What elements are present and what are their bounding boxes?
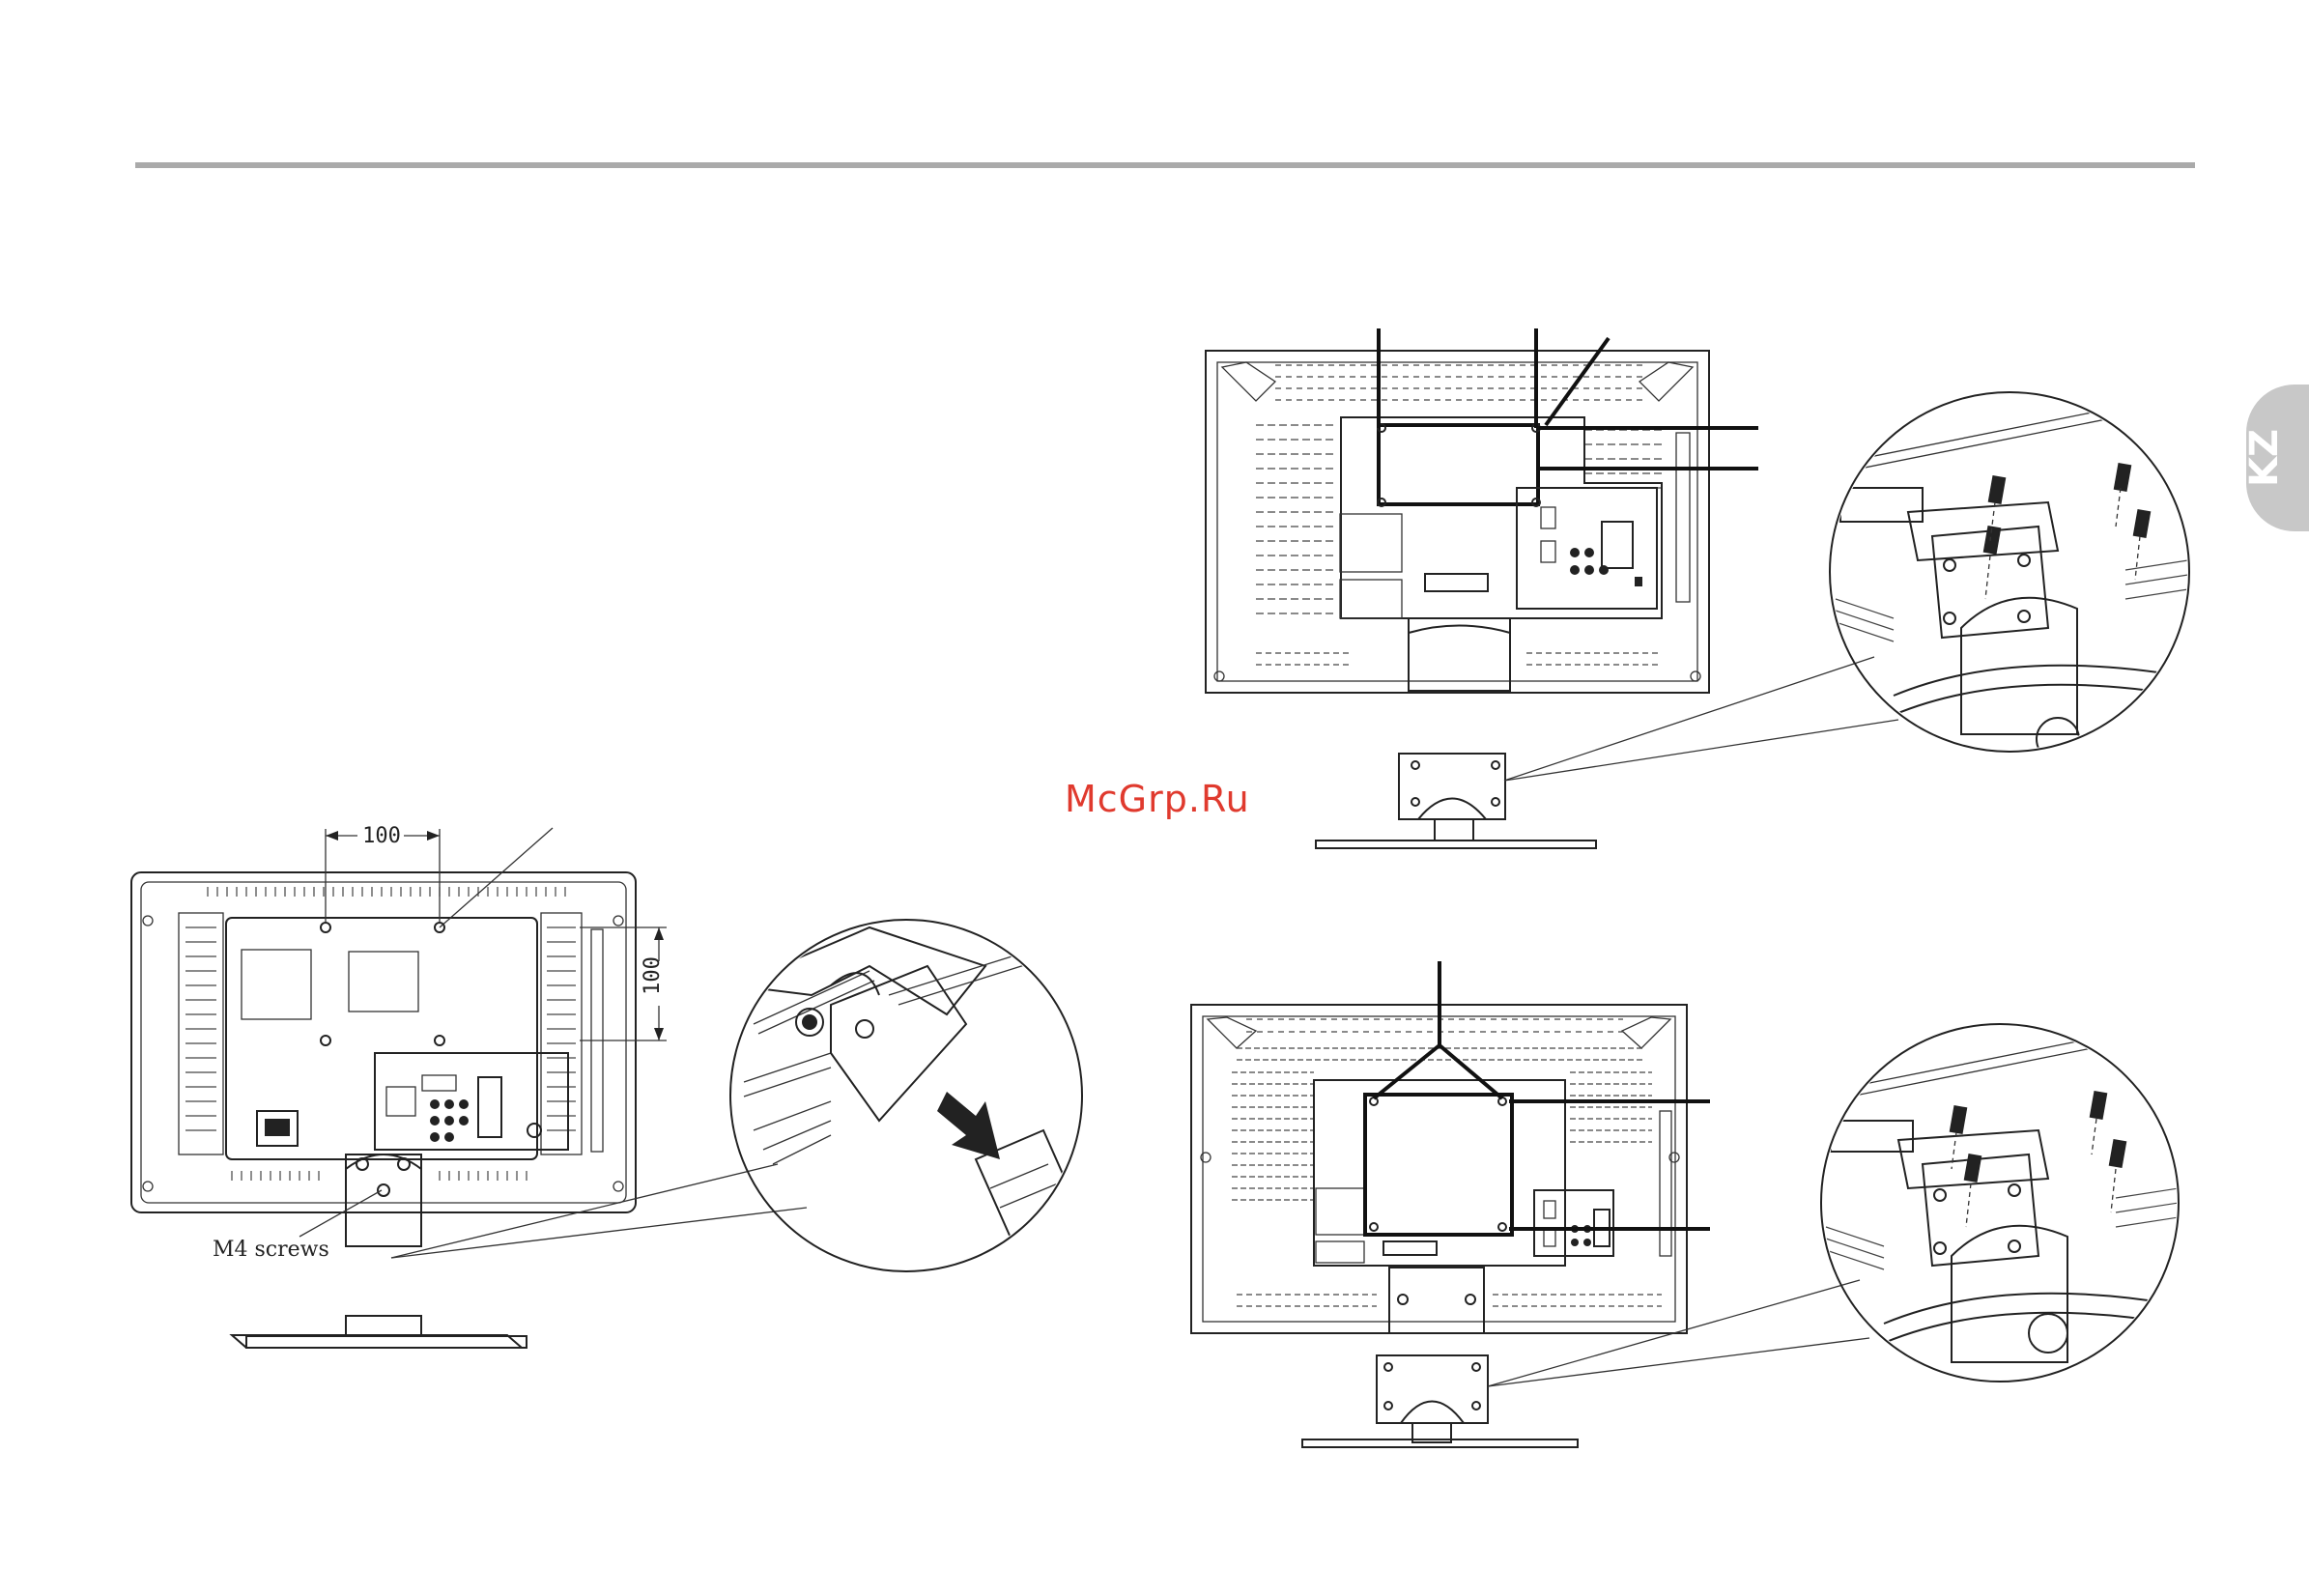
language-tab: KZ (2242, 385, 2309, 531)
right-vent-block-bottom (1570, 1072, 1652, 1142)
tv-rear-large-bottom (1191, 1005, 1687, 1333)
connector-panel-bottom (1534, 1190, 1613, 1256)
screws-label: M4 screws (213, 1238, 329, 1262)
right-vent (541, 913, 582, 1154)
tv-rear-large-top (1206, 351, 1709, 693)
vesa-area-bottom (1365, 1095, 1512, 1235)
callout-lines-top (1379, 328, 1758, 469)
connector-panel (375, 1053, 568, 1150)
left-vent (179, 913, 223, 1154)
left-vent-block (1256, 425, 1333, 613)
watermark-text: McGrp.Ru (1065, 778, 1250, 820)
stand-bottom (1302, 1355, 1578, 1447)
leader-line-vesa (440, 828, 553, 927)
right-vent-block (1584, 430, 1662, 488)
bottom-vent (232, 1171, 527, 1181)
zoom-callout-bottom-right (1488, 1024, 2179, 1386)
dim-horizontal-label: 100 (362, 824, 401, 848)
stand-top (1316, 754, 1596, 848)
left-vent-block-bottom (1232, 1072, 1314, 1200)
top-vent (208, 887, 565, 897)
zoom-callout-top-right (1504, 392, 2189, 781)
dimension-vertical: 100 (580, 927, 670, 1040)
stand-base-small (232, 1316, 527, 1348)
vesa-holes (321, 923, 444, 1045)
stand-neck-small (346, 1154, 421, 1246)
tv-rear-small (131, 872, 636, 1212)
zoom-callout-left (391, 920, 1082, 1271)
power-socket (257, 1111, 298, 1146)
dim-vertical-label: 100 (641, 956, 665, 995)
header-rule (135, 162, 2195, 168)
language-tab-label: KZ (2242, 429, 2287, 487)
vesa-area-top (1379, 425, 1538, 504)
